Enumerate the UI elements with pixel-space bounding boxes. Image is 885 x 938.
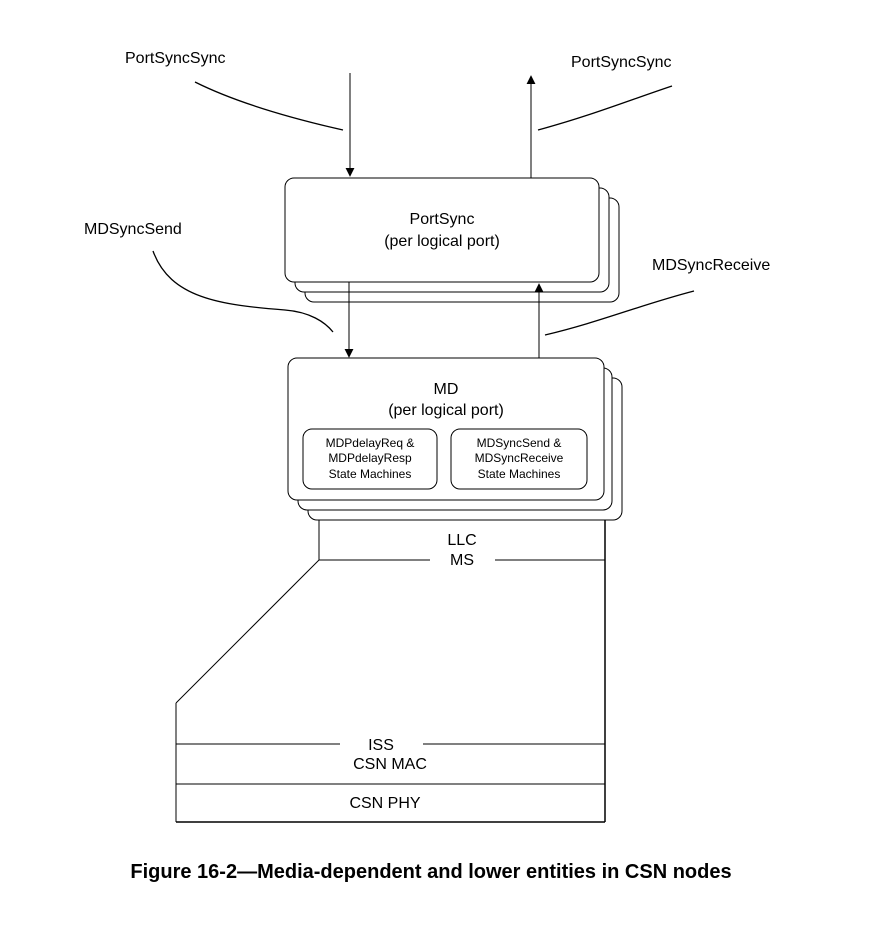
leader-portsyncsync-out: [537, 85, 673, 131]
label-mdsyncreceive: MDSyncReceive: [652, 257, 770, 274]
csn-phy-label: CSN PHY: [349, 795, 420, 812]
leader-portsyncsync-in: [194, 81, 344, 131]
sm-pdelay-line3: State Machines: [329, 467, 412, 481]
label-portsyncsync-in: PortSyncSync: [125, 50, 225, 67]
md-subtitle: (per logical port): [388, 402, 504, 419]
llc-label: LLC: [447, 532, 476, 549]
label-mdsyncsend: MDSyncSend: [84, 221, 182, 238]
iss-label: ISS: [368, 737, 394, 754]
csn-mac-label: CSN MAC: [353, 756, 427, 773]
portsync-subtitle: (per logical port): [384, 233, 500, 250]
ms-label: MS: [450, 552, 474, 569]
portsync-box: [284, 177, 600, 283]
sm-box-pdelay: [302, 428, 438, 490]
sm-box-sync: [450, 428, 588, 490]
sm-pdelay-line1: MDPdelayReq &: [326, 436, 415, 450]
md-title: MD: [434, 381, 459, 398]
leader-mdsyncsend: [152, 250, 334, 333]
sm-sync-line1: MDSyncSend &: [477, 436, 562, 450]
portsync-stack: [284, 177, 620, 303]
label-portsyncsync-out: PortSyncSync: [571, 54, 671, 71]
leader-mdsyncreceive: [544, 290, 695, 336]
sm-sync-line3: State Machines: [478, 467, 561, 481]
sm-sync-line2: MDSyncReceive: [475, 451, 564, 465]
sm-pdelay-line2: MDPdelayResp: [328, 451, 412, 465]
figure-caption: Figure 16-2—Media-dependent and lower en…: [130, 861, 731, 883]
lower-stack: [175, 520, 606, 823]
portsync-title: PortSync: [410, 211, 475, 228]
